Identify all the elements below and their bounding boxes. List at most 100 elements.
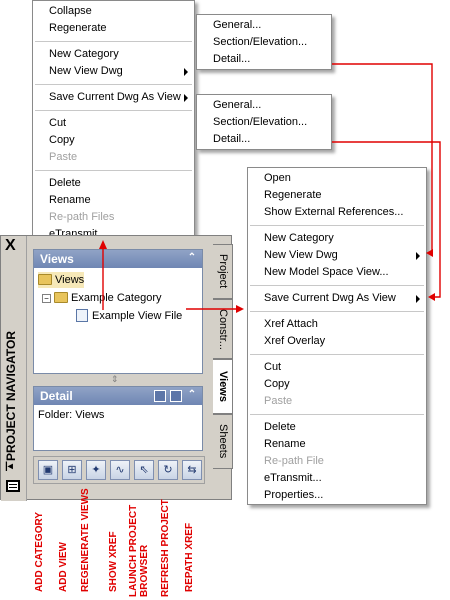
arrow-head-view-file [236,305,244,313]
submenu-item-section-elevation[interactable]: Section/Elevation... [213,36,308,48]
tab-constructs[interactable]: Constr... [213,299,233,359]
repath-xref-icon[interactable]: ⇆ [182,460,202,480]
tree-item-example-view-file[interactable]: Example View File [76,308,182,324]
menu-item-paste: Paste [264,395,293,407]
menu-item-save-current-dwg-as-view[interactable]: Save Current Dwg As View [33,89,194,106]
menu-item-save-current-dwg-as-view[interactable]: Save Current Dwg As View [248,290,426,307]
menu-item-collapse[interactable]: Collapse [49,5,92,17]
menu-item-xref-overlay[interactable]: Xref Overlay [264,335,326,347]
menu-item-new-category[interactable]: New Category [264,232,334,244]
menu-item-label: New View Dwg [49,65,123,77]
detail-panel-header[interactable]: Detail ⌃ [34,387,202,405]
collapse-toggle-icon[interactable]: − [42,294,51,303]
view-file-icon [76,309,88,322]
menu-item-cut[interactable]: Cut [49,117,67,129]
label-refresh-project: REFRESH PROJECT [160,499,171,597]
submenu-arrow-icon [416,295,420,303]
detail-panel-title: Detail [40,389,73,403]
arrow-head-save-view [428,293,435,301]
panel-splitter[interactable]: ⇕ [111,374,119,384]
menu-item-new-view-dwg[interactable]: New View Dwg [248,247,426,264]
folder-icon [38,274,52,285]
refresh-project-icon[interactable]: ↻ [158,460,178,480]
tree-item-views-root[interactable]: Views [38,272,85,288]
menu-item-rename[interactable]: Rename [49,194,91,206]
context-menu-category: Collapse Regenerate New Category New Vie… [32,0,195,247]
menu-separator [35,41,192,42]
folder-icon [54,292,68,303]
submenu-item-detail[interactable]: Detail... [213,53,251,65]
submenu-arrow-icon [184,94,188,102]
add-view-icon[interactable]: ⊞ [62,460,82,480]
tree-item-example-category[interactable]: − Example Category [42,290,162,306]
menu-item-new-category[interactable]: New Category [49,48,119,60]
views-toolbar: ▣ ⊞ ✦ ∿ ⇖ ↻ ⇆ [33,456,205,484]
menu-separator [250,225,424,226]
menu-item-new-view-dwg[interactable]: New View Dwg [33,63,194,80]
tree-item-label: Example Category [71,292,162,304]
double-chevron-up-icon[interactable]: ⌃ [187,252,197,263]
launch-project-browser-icon[interactable]: ⇖ [134,460,154,480]
menu-item-label: Save Current Dwg As View [49,91,181,103]
menu-separator [35,170,192,171]
label-add-view: ADD VIEW [58,542,69,592]
submenu-item-section-elevation[interactable]: Section/Elevation... [213,116,308,128]
submenu-item-general[interactable]: General... [213,99,262,111]
detail-text: Folder: Views [38,409,105,421]
submenu-item-detail[interactable]: Detail... [213,133,251,145]
menu-item-etransmit[interactable]: eTransmit... [264,472,322,484]
submenu-save-as-view: General... Section/Elevation... Detail..… [196,94,332,150]
auto-hide-icon[interactable]: |◂ [5,461,13,472]
menu-item-rename[interactable]: Rename [264,438,306,450]
menu-item-regenerate[interactable]: Regenerate [49,22,107,34]
project-navigator-palette: X PROJECT NAVIGATOR |◂ Views ⌃ Views − Ex… [0,235,233,501]
submenu-arrow-icon [184,68,188,76]
regenerate-views-icon[interactable]: ✦ [86,460,106,480]
add-category-icon[interactable]: ▣ [38,460,58,480]
label-launch-project-browser: LAUNCH PROJECT BROWSER [128,504,150,597]
menu-item-copy[interactable]: Copy [49,134,75,146]
menu-item-repath-files: Re-path Files [49,211,115,223]
menu-item-label: Save Current Dwg As View [264,292,396,304]
menu-item-new-model-space-view[interactable]: New Model Space View... [264,266,389,278]
menu-item-xref-attach[interactable]: Xref Attach [264,318,318,330]
context-menu-view-file: Open Regenerate Show External References… [247,167,427,505]
menu-item-repath-file: Re-path File [264,455,324,467]
preview-view-icon[interactable] [170,390,182,402]
submenu-arrow-icon [416,252,420,260]
menu-item-copy[interactable]: Copy [264,378,290,390]
menu-item-properties[interactable]: Properties... [264,489,324,501]
label-regenerate-views: REGENERATE VIEWS [80,488,91,592]
palette-title: PROJECT NAVIGATOR [4,330,18,461]
menu-separator [250,354,424,355]
tab-project[interactable]: Project [213,244,233,299]
menu-item-paste: Paste [49,151,78,163]
menu-item-regenerate[interactable]: Regenerate [264,189,322,201]
double-chevron-up-icon[interactable]: ⌃ [187,389,197,400]
views-panel: Views ⌃ Views − Example Category Example … [33,249,203,374]
arrow-head-new-view [426,249,433,257]
menu-item-show-external-references[interactable]: Show External References... [264,206,404,218]
menu-item-delete[interactable]: Delete [264,421,296,433]
menu-separator [250,285,424,286]
tree-item-label: Views [55,274,85,286]
submenu-item-general[interactable]: General... [213,19,262,31]
menu-item-label: New View Dwg [264,249,338,261]
menu-item-delete[interactable]: Delete [49,177,81,189]
menu-separator [35,84,192,85]
properties-icon[interactable] [6,480,20,492]
label-add-category: ADD CATEGORY [34,512,45,592]
menu-item-cut[interactable]: Cut [264,361,282,373]
close-icon[interactable]: X [5,237,16,254]
detail-panel: Detail ⌃ Folder: Views [33,386,203,451]
show-xref-icon[interactable]: ∿ [110,460,130,480]
detail-view-icon[interactable] [154,390,166,402]
tab-sheets[interactable]: Sheets [213,414,233,469]
menu-item-open[interactable]: Open [264,172,291,184]
label-show-xref: SHOW XREF [108,531,119,592]
palette-title-bar[interactable]: X PROJECT NAVIGATOR |◂ [1,236,27,501]
views-panel-header[interactable]: Views ⌃ [34,250,202,268]
tab-views[interactable]: Views [213,359,233,414]
tree-item-label: Example View File [92,310,183,322]
label-repath-xref: REPATH XREF [184,522,195,592]
